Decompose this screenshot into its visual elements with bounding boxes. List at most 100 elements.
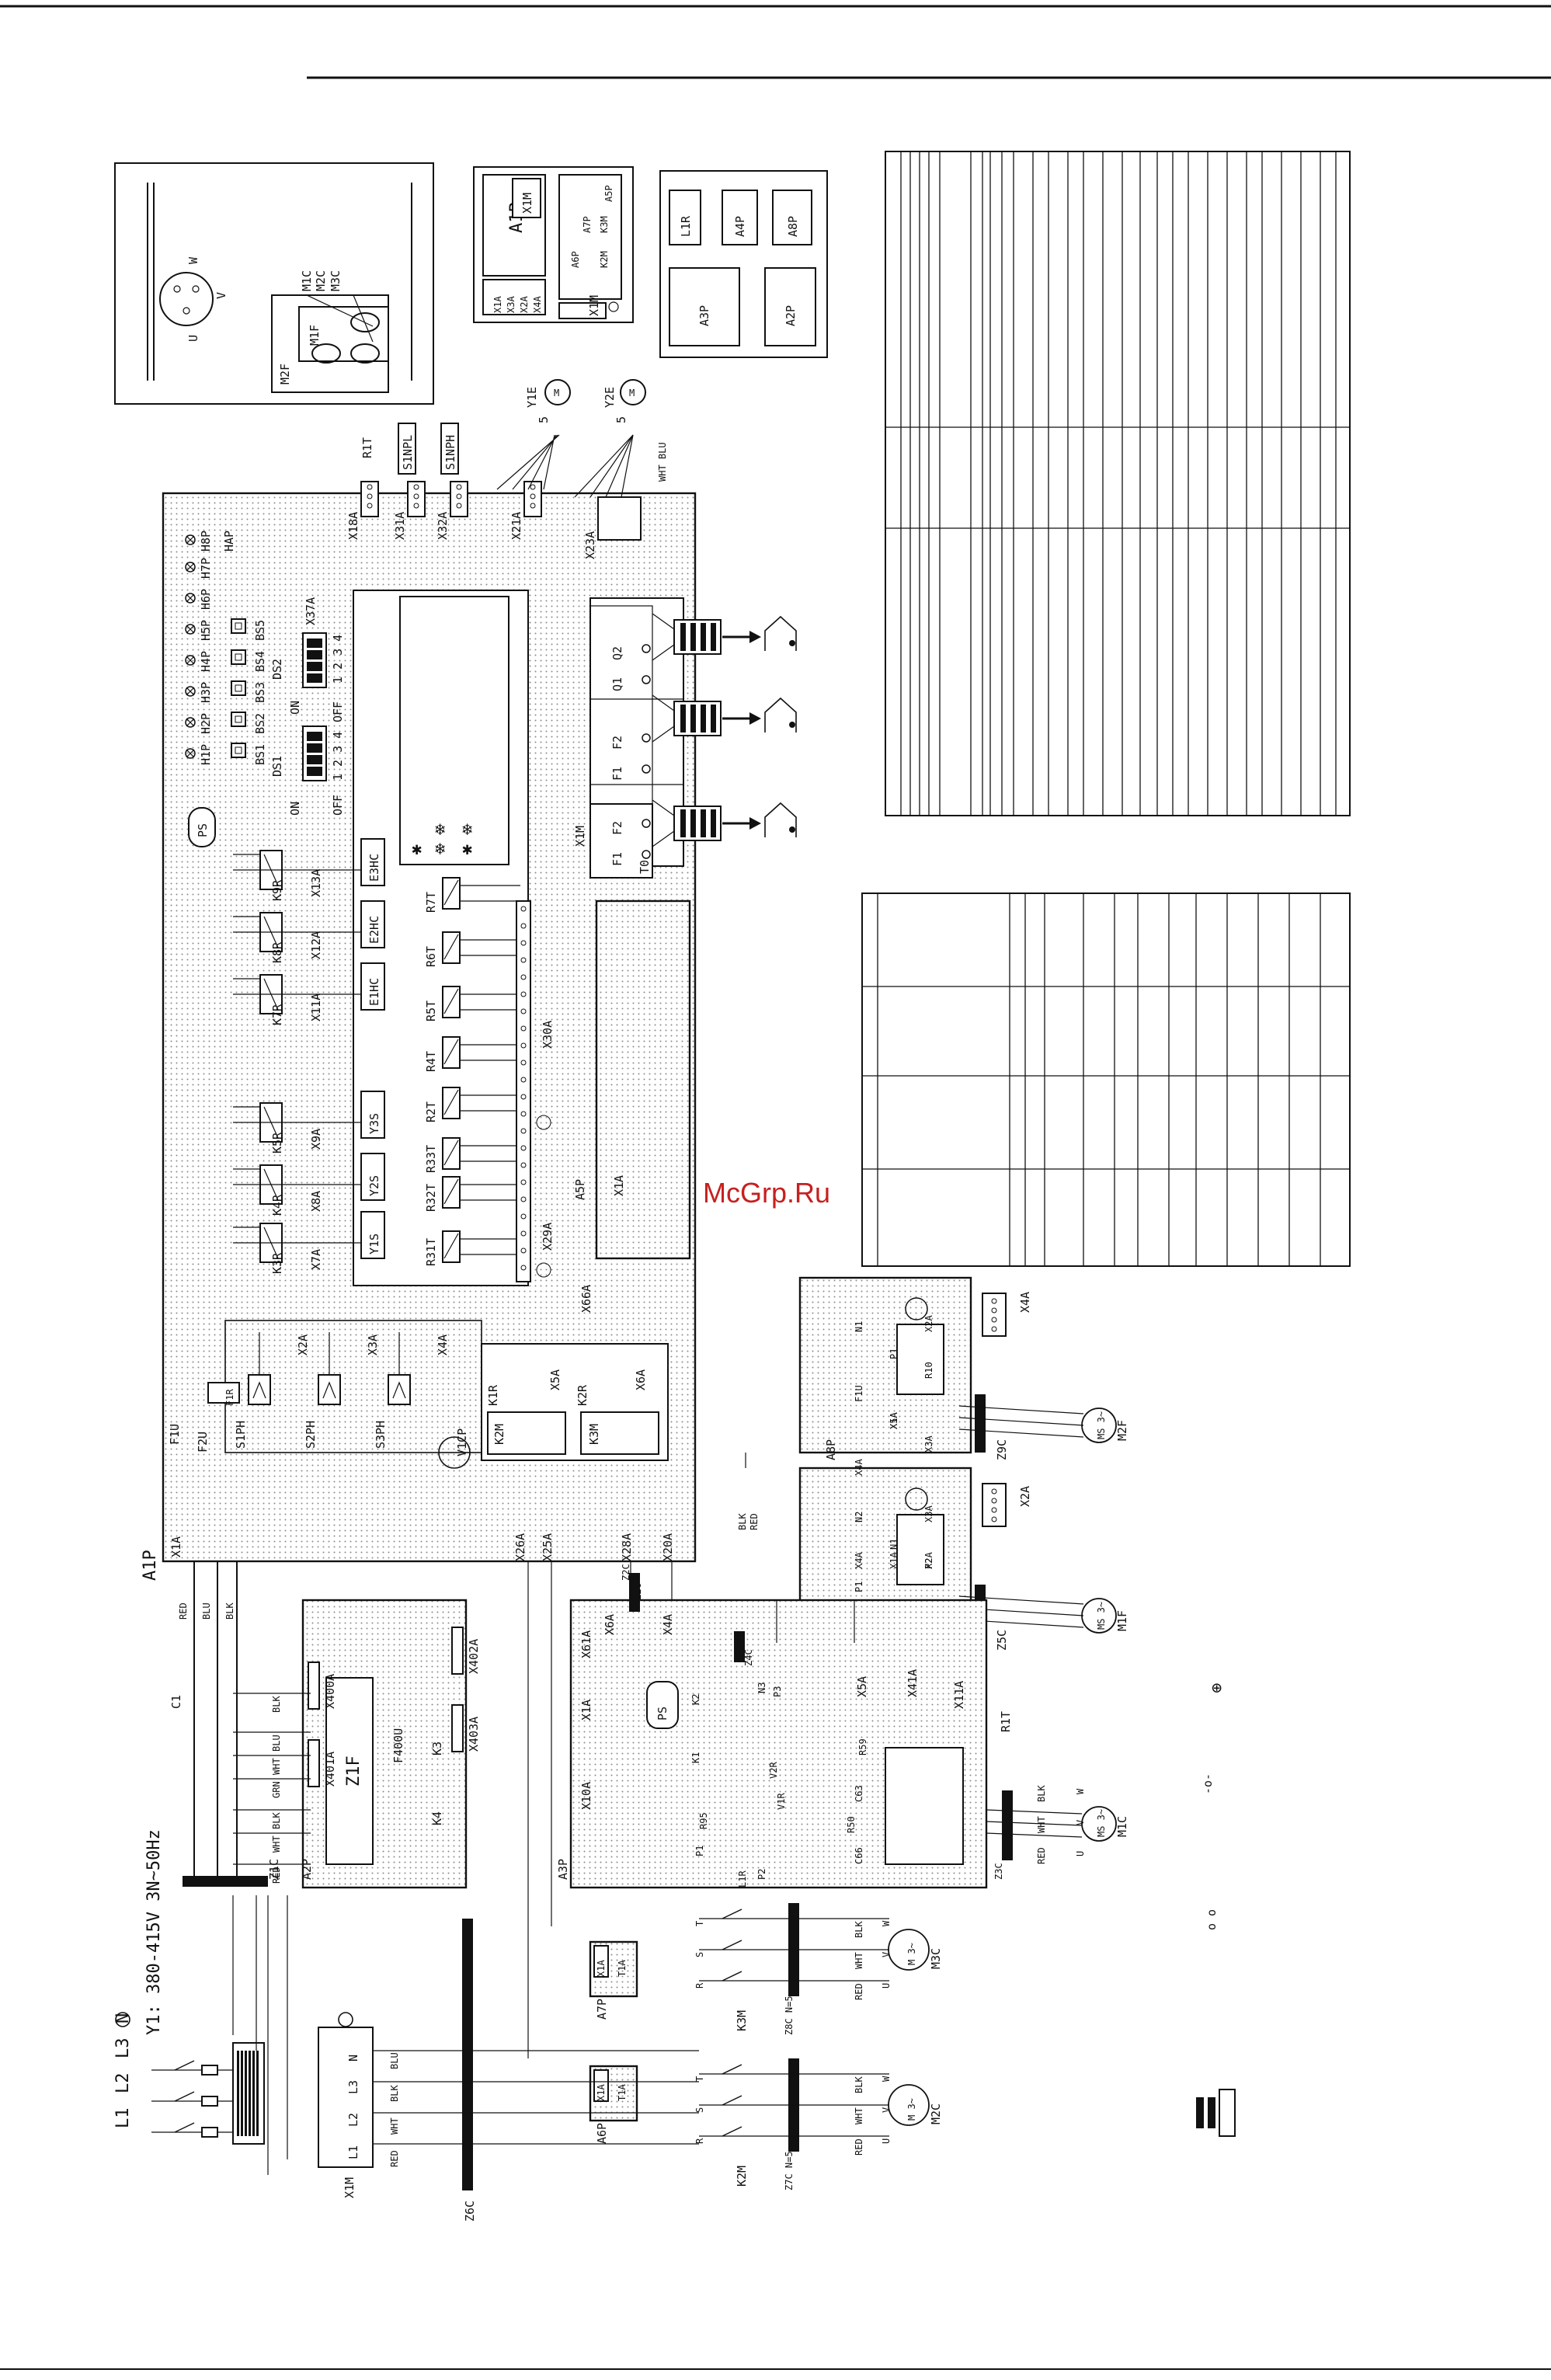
button-icon[interactable] xyxy=(231,712,246,727)
inv-pin-9: X4A xyxy=(854,1552,864,1569)
z6c-label: Z6C xyxy=(463,2201,477,2222)
comp-z-1: Z8C N=5 xyxy=(784,1996,795,2035)
thermistor-r7t: R7T xyxy=(424,892,438,913)
a3p-ms: MS 3~ xyxy=(1096,1809,1107,1837)
thermistor-r4t: R4T xyxy=(424,1051,438,1072)
a2p-wire-4: BLK xyxy=(271,1812,282,1829)
inv-z-a8p: Z9C xyxy=(995,1439,1009,1460)
a3p-r1t: R1T xyxy=(999,1711,1013,1732)
ps-label: PS xyxy=(196,823,210,837)
button-bs4: BS4 xyxy=(253,651,267,672)
pressure-switch-s2ph: S2PH xyxy=(304,1421,318,1449)
mode-icon: ✱ xyxy=(412,840,422,859)
led-h7p: H7P xyxy=(199,558,213,579)
comp-uvw-1-2: W xyxy=(881,1920,892,1926)
button-icon[interactable] xyxy=(231,743,246,758)
button-bs3: BS3 xyxy=(253,682,267,703)
button-icon[interactable] xyxy=(231,649,246,665)
connector-x23a: X23A xyxy=(583,531,597,559)
button-icon[interactable] xyxy=(231,680,246,696)
trans-t1a-1: T1A xyxy=(617,1960,628,1977)
inv-pin-8: X3A xyxy=(923,1505,934,1522)
x4a-a8p-label: X4A xyxy=(1018,1292,1032,1313)
ds2-label: DS2 xyxy=(270,659,284,680)
ferrite-core xyxy=(1002,1790,1013,1860)
legend-box-switchbox: A1P X1M A5P A7P A6P K3M K2M X1A X3A X2A … xyxy=(473,166,634,323)
inv-ms-a4p: MS 3~ xyxy=(1096,1602,1107,1630)
f1u-main-label: F1U xyxy=(168,1424,182,1445)
watermark: McGrp.Ru xyxy=(703,1177,830,1209)
pressure-switch-s1ph: S1PH xyxy=(234,1421,248,1449)
k1r-label: K1R xyxy=(486,1384,500,1406)
ds1-label: DS1 xyxy=(270,756,284,777)
a2p-wire-0: BLK xyxy=(271,1696,282,1713)
a3p-part-6: C66 xyxy=(854,1847,864,1864)
x66a-label: X66A xyxy=(579,1285,593,1313)
compressor-m2c: M2C xyxy=(929,2103,943,2124)
a3p-part-8: R59 xyxy=(857,1738,868,1755)
wire-red-top: RED xyxy=(178,1602,189,1620)
a2p-wire-2: WHT xyxy=(271,1758,282,1775)
a3p-part-5: C63 xyxy=(854,1785,864,1802)
comp-contactor-0: K2M xyxy=(735,2166,749,2187)
relay-conn-x8a: X8A xyxy=(309,1191,323,1212)
x1m-pin-0: F1 xyxy=(610,852,624,866)
a3p-wire-0: BLK xyxy=(1036,1785,1047,1802)
sub-pcb-a5p xyxy=(595,899,691,1260)
pressure-switch-icon xyxy=(388,1374,411,1405)
legend1-m1c: M1C xyxy=(300,270,314,291)
a2p-x403a: X403A xyxy=(467,1717,481,1752)
a3p-uvw-0: W xyxy=(1075,1788,1086,1794)
coil-e1hc: E1HC xyxy=(367,978,381,1006)
comp-uvw-0-2: W xyxy=(881,2076,892,2082)
trans-a6p: A6P xyxy=(595,2123,609,2144)
pressure-switch-s3ph: S3PH xyxy=(374,1421,388,1449)
z2c-label: Z2C xyxy=(621,1564,631,1581)
dip-switch-ds1[interactable]: DS1 ON OFF 1 2 3 4 xyxy=(270,725,345,816)
relay-k9r: K9R xyxy=(270,879,284,901)
f1r-label: F1R xyxy=(224,1389,235,1406)
legend1-m2f: M2F xyxy=(278,364,292,384)
svg-text:Y1E: Y1E xyxy=(525,387,539,408)
legend3-a2p: A2P xyxy=(784,305,798,326)
s1npl-label: S1NPL xyxy=(401,435,415,470)
legend-box-boards: L1R A4P A8P A3P A2P xyxy=(659,170,828,358)
x1m-power-terminal xyxy=(318,2027,374,2168)
a3p-part-13: L1R xyxy=(737,1870,748,1888)
comp-rst-1-0: R xyxy=(694,1982,705,1989)
legend-sym-terminal: o o xyxy=(1205,1909,1219,1930)
a3p-part-1: K2 xyxy=(690,1694,701,1705)
thermistor-r6t: R6T xyxy=(424,946,438,967)
inv-motor-a8p: M2F xyxy=(1115,1420,1129,1441)
x1m-power-label: X1M xyxy=(343,2177,356,2198)
inv-ms-a8p: MS 3~ xyxy=(1096,1411,1107,1439)
a3p-conn-5: X5A xyxy=(855,1676,869,1697)
legend2-x1m-b: X1M xyxy=(587,295,601,316)
x25a-label: X25A xyxy=(541,1533,555,1561)
inv-pin-4: X5A xyxy=(889,1412,899,1429)
a3p-wire-1: WHT xyxy=(1036,1816,1047,1833)
compressor-m3c: M3C xyxy=(929,1948,943,1969)
mode-icon: ❄ xyxy=(462,820,472,840)
ds2-nums: 1 2 3 4 xyxy=(331,635,345,684)
inv-pin-5: X3A xyxy=(923,1435,934,1453)
earth-icon xyxy=(115,2012,130,2027)
button-icon[interactable] xyxy=(231,618,246,634)
red-mid-label: RED xyxy=(749,1513,760,1530)
a3p-part-3: V2R xyxy=(768,1762,779,1779)
button-bs2: BS2 xyxy=(253,713,267,734)
mode-icon: ✱ xyxy=(462,840,472,859)
comp-rst-1-2: T xyxy=(694,1921,705,1926)
comp-z-0: Z7C N=5 xyxy=(784,2151,795,2190)
ds1-nums: 1 2 3 4 xyxy=(331,732,345,781)
led-icon xyxy=(185,534,196,545)
coil-icon xyxy=(360,1211,385,1259)
ferrite-core-z1c xyxy=(183,1876,268,1887)
relay-conn-x11a: X11A xyxy=(309,993,323,1021)
outdoor-unit-icon xyxy=(764,697,797,732)
dip-switch-ds2[interactable]: DS2 ON OFF 1 2 3 4 xyxy=(270,632,345,722)
k2r-label: K2R xyxy=(576,1384,589,1406)
relay-conn-x13a: X13A xyxy=(309,869,323,897)
supply-wire-blk: BLK xyxy=(389,2085,400,2102)
earth-icon-2 xyxy=(338,2012,353,2027)
